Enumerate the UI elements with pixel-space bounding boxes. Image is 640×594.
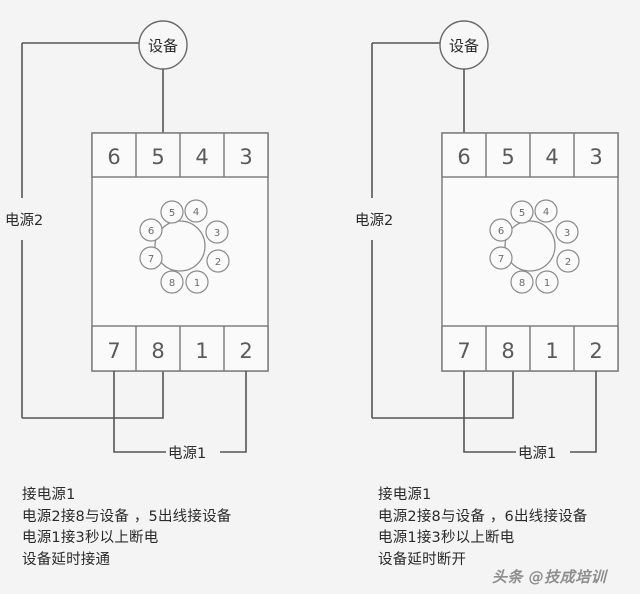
- right-pin-ring-center: [504, 220, 556, 272]
- right-terminal-top-5: 5: [501, 145, 514, 169]
- right-power2-wire-to-terminal8: [372, 371, 514, 419]
- right-power2-label-bg: [353, 200, 397, 238]
- right-terminal-top-6: 6: [457, 145, 470, 169]
- right-caption-line-1: 接电源1: [378, 487, 432, 503]
- left-terminal-top-4: 4: [195, 145, 208, 169]
- left-terminal-top-5: 5: [151, 145, 164, 169]
- left-pin-label-1: 1: [194, 278, 200, 289]
- left-pin-4: [184, 199, 208, 223]
- right-terminal-top-3: 3: [589, 145, 602, 169]
- left-device-node-label: 设备: [148, 37, 178, 55]
- right-pin-5: [510, 200, 534, 224]
- right-pin-8: [510, 270, 534, 294]
- left-pin-label-2: 2: [215, 257, 221, 268]
- left-pin-5: [160, 200, 184, 224]
- left-power2-wire-to-terminal8: [22, 371, 164, 419]
- left-pin-8: [160, 270, 184, 294]
- right-pin-label-7: 7: [498, 254, 504, 265]
- left-pin-label-4: 4: [193, 207, 199, 218]
- right-pin-4: [534, 199, 558, 223]
- right-terminal-bottom-7: 7: [457, 339, 470, 363]
- right-power1-wire-terminal2: [565, 371, 597, 453]
- right-pin-label-2: 2: [565, 257, 571, 268]
- left-diagram: 电源2 设备 6 5 4 3 7 8 1 2: [3, 20, 269, 465]
- right-caption-block: 接电源1 电源2接8与设备 ，6出线接设备 电源1接3秒以上断电 设备延时断开: [378, 485, 587, 571]
- left-caption-line-2: 电源2接8与设备 ，5出线接设备: [22, 508, 232, 525]
- left-power2-label-bg: [3, 200, 47, 238]
- watermark-text: 头条 @技成培训: [492, 568, 607, 586]
- left-power1-label: 电源1: [168, 445, 206, 462]
- left-terminal-bottom-2: 2: [239, 339, 252, 363]
- left-pin-6: [139, 218, 163, 242]
- right-device-node-circle: [439, 20, 489, 70]
- left-terminal-bottom-8: 8: [151, 339, 164, 363]
- right-terminal-bottom-1: 1: [545, 339, 558, 363]
- left-device-node-circle: [138, 20, 188, 70]
- right-pin-label-5: 5: [519, 208, 525, 219]
- left-pin-label-3: 3: [214, 228, 220, 239]
- left-pin-7: [139, 246, 163, 270]
- right-caption-line-2: 电源2接8与设备 ，6出线接设备: [378, 508, 588, 525]
- right-pin-7: [489, 246, 513, 270]
- left-pin-1: [185, 270, 209, 294]
- left-pin-3: [205, 220, 229, 244]
- right-pin-label-3: 3: [564, 228, 570, 239]
- left-pin-label-6: 6: [148, 226, 154, 237]
- right-terminal-top-4: 4: [545, 145, 558, 169]
- right-pin-label-6: 6: [498, 226, 504, 237]
- right-pin-3: [555, 220, 579, 244]
- left-caption-line-4: 设备延时接通: [22, 551, 111, 568]
- right-pin-1: [535, 270, 559, 294]
- right-power1-label-bg: [516, 438, 570, 465]
- left-terminal-bottom-7: 7: [107, 339, 120, 363]
- right-power1-wire-terminal7: [463, 371, 518, 453]
- right-power2-label: 电源2: [355, 212, 393, 229]
- left-power1-label-bg: [166, 438, 220, 465]
- left-terminal-top-3: 3: [239, 145, 252, 169]
- left-power1-wire-terminal7: [113, 371, 168, 453]
- left-pin-label-8: 8: [169, 278, 175, 289]
- right-pin-label-4: 4: [543, 207, 549, 218]
- left-power1-wire-terminal2: [215, 371, 247, 453]
- right-pin-2: [556, 249, 580, 273]
- left-caption-block: 接电源1 电源2接8与设备 ，5出线接设备 电源1接3秒以上断电 设备延时接通: [22, 485, 231, 571]
- left-power2-label: 电源2: [5, 212, 43, 229]
- right-caption-line-4: 设备延时断开: [378, 551, 467, 568]
- right-pin-label-8: 8: [519, 278, 525, 289]
- caption-band: 接电源1 电源2接8与设备 ，5出线接设备 电源1接3秒以上断电 设备延时接通 …: [0, 477, 640, 594]
- left-pin-2: [206, 249, 230, 273]
- left-pin-label-7: 7: [148, 254, 154, 265]
- right-caption-line-3: 电源1接3秒以上断电: [378, 530, 515, 546]
- left-terminal-top-6: 6: [107, 145, 120, 169]
- left-caption-line-1: 接电源1: [22, 487, 76, 503]
- left-pin-ring-center: [154, 220, 206, 272]
- left-caption-line-3: 电源1接3秒以上断电: [22, 530, 159, 546]
- left-terminal-bottom-1: 1: [195, 339, 208, 363]
- right-pin-label-1: 1: [544, 278, 550, 289]
- right-power1-label: 电源1: [518, 445, 556, 462]
- right-terminal-bottom-2: 2: [589, 339, 602, 363]
- right-pin-6: [489, 218, 513, 242]
- right-device-node-label: 设备: [449, 37, 479, 55]
- left-pin-label-5: 5: [169, 208, 175, 219]
- right-terminal-bottom-8: 8: [501, 339, 514, 363]
- right-diagram: 电源2 设备 6 5 4 3 7 8 1 2: [353, 20, 619, 465]
